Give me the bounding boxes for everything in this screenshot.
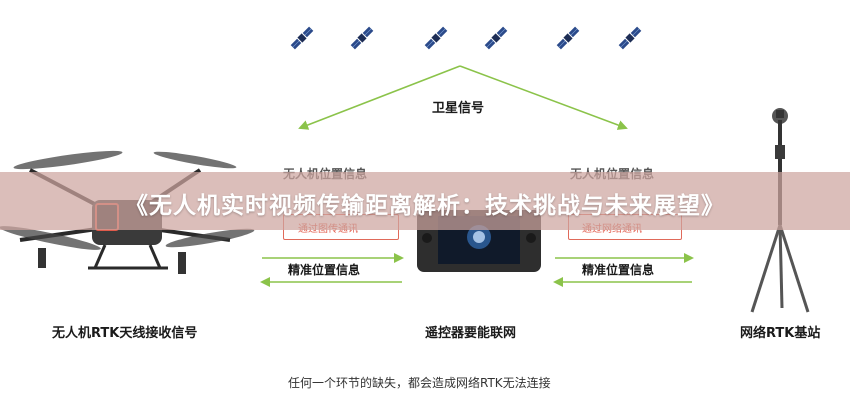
title-banner (0, 172, 850, 230)
right-link-arrows (553, 253, 694, 287)
satellite-icon (424, 26, 448, 50)
satellite-icon (484, 26, 508, 50)
satellite-icon (556, 26, 580, 50)
satellite-signal-label: 卫星信号 (432, 101, 485, 116)
controller-label: 遥控器要能联网 (425, 326, 517, 341)
footer-caption: 任何一个环节的缺失，都会造成网络RTK无法连接 (288, 376, 551, 390)
drone-rtk-label: 无人机RTK天线接收信号 (52, 326, 198, 341)
satellite-icon (290, 26, 314, 50)
satellite-row (290, 26, 642, 50)
satellite-icon (618, 26, 642, 50)
left-precise-position-label: 精准位置信息 (288, 263, 361, 277)
satellite-signal-arrows (298, 65, 628, 130)
banner-title: 《无人机实时视频传输距离解析：技术挑战与未来展望》 (125, 193, 725, 219)
left-link-arrows (260, 253, 404, 287)
satellite-icon (350, 26, 374, 50)
base-station-label: 网络RTK基站 (740, 326, 821, 341)
right-precise-position-label: 精准位置信息 (582, 263, 655, 277)
